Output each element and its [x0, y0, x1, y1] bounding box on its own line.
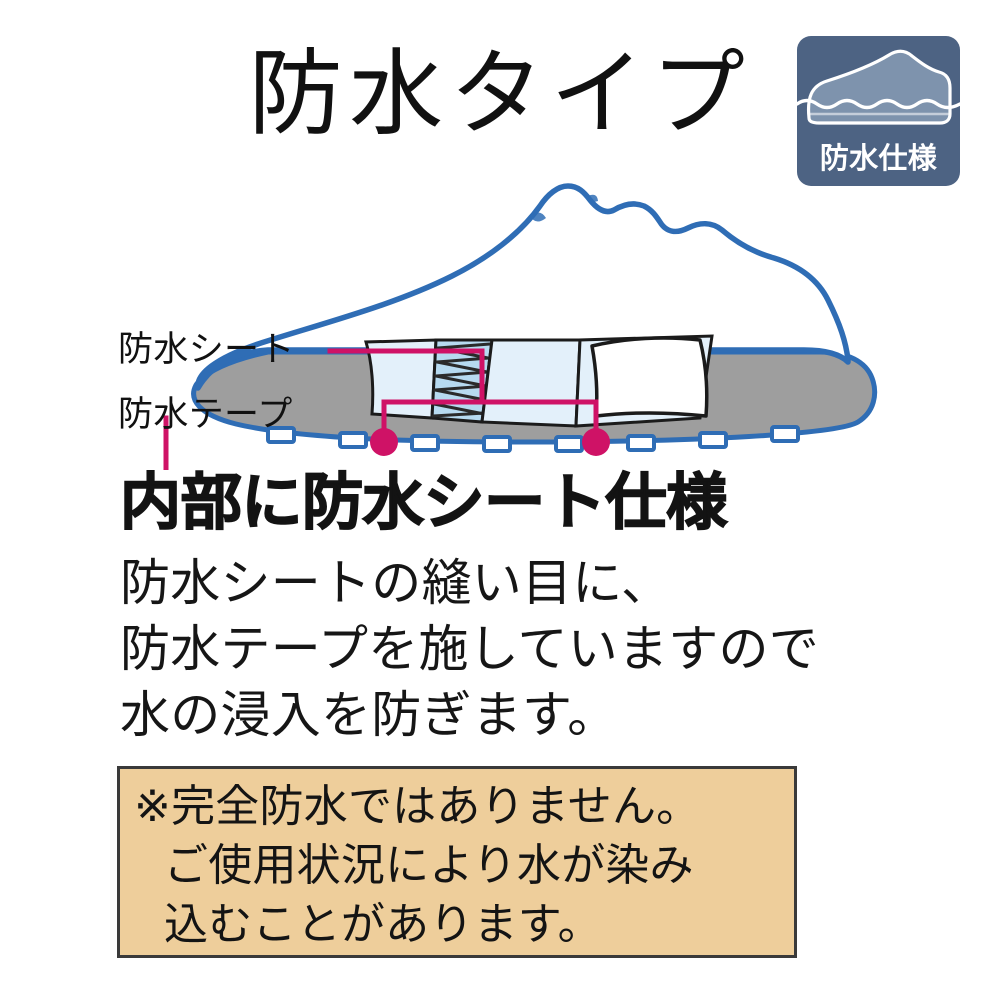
- sheet-panel-right: [480, 338, 582, 428]
- waterproof-shoe-cutaway-diagram: 防水シート 防水テープ: [0, 150, 1000, 522]
- body-line: 水の浸入を防ぎます。: [120, 687, 618, 743]
- notice-line: ※完全防水ではありません。: [134, 782, 701, 831]
- badge-label: 防水仕様: [819, 143, 938, 175]
- page-title: 防水タイプ: [248, 40, 752, 149]
- shoe-in-water-icon: [797, 49, 960, 125]
- marker-dot-sheet-right: [582, 428, 610, 456]
- callout-label-sheet: 防水シート: [118, 330, 295, 369]
- caution-notice-box: ※完全防水ではありません。 ご使用状況により水が染み 込むことがあります。: [117, 766, 797, 958]
- body-copy: 防水シートの縫い目に、 防水テープを施していますので 水の浸入を防ぎます。: [120, 550, 920, 748]
- body-line: 防水テープを施していますので: [120, 621, 819, 677]
- waterproof-badge: 防水仕様: [797, 36, 960, 186]
- notice-line: ご使用状況により水が染み: [164, 841, 694, 890]
- notice-line: 込むことがあります。: [164, 900, 602, 949]
- peeled-flap: [590, 336, 709, 418]
- marker-dot-sheet-left: [370, 428, 398, 456]
- eyelet-detail-icon: [530, 212, 546, 222]
- body-line: 防水シートの縫い目に、: [120, 555, 672, 611]
- sole-tread: [266, 425, 800, 453]
- section-headline: 内部に防水シート仕様: [119, 467, 728, 537]
- shoe-illustration: [163, 183, 878, 522]
- callout-label-tape: 防水テープ: [118, 395, 293, 434]
- tongue-detail-icon: [588, 194, 598, 202]
